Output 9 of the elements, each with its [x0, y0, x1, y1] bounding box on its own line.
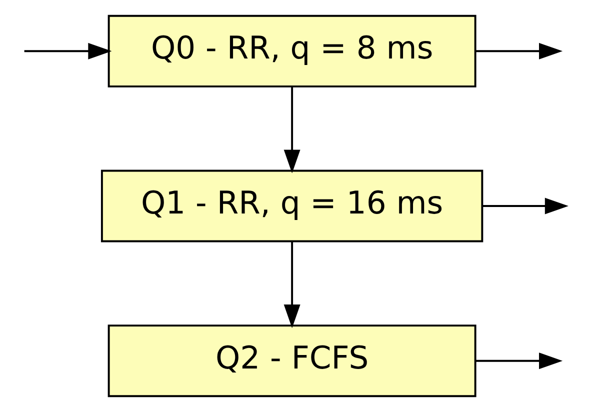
arrow: [24, 42, 112, 60]
node-box: Q1 - RR, q = 16 ms: [100, 170, 484, 242]
arrow: [476, 42, 563, 60]
arrow: [284, 87, 300, 174]
arrow: [284, 242, 300, 328]
arrow: [482, 198, 568, 214]
node-box: Q2 - FCFS: [108, 324, 476, 398]
node-box: Q0 - RR, q = 8 ms: [108, 14, 476, 88]
arrow: [476, 352, 563, 370]
